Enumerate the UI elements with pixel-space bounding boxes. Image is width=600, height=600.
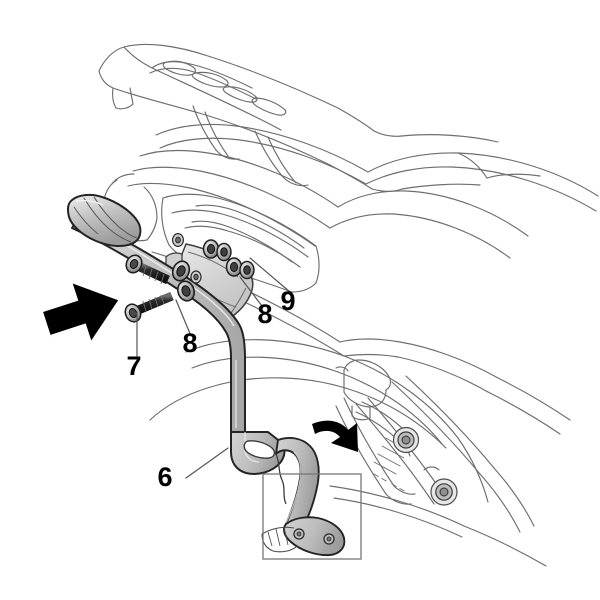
hex-flange-bolt-lower bbox=[124, 291, 174, 323]
leader-6 bbox=[185, 447, 229, 479]
arrow-install-curved bbox=[312, 420, 358, 452]
leader-9 bbox=[249, 257, 291, 293]
leader-8a bbox=[175, 299, 192, 337]
motorcycle-rear-bodywork bbox=[98, 43, 599, 567]
installed-bolt-heads bbox=[172, 233, 255, 284]
callout-8-lower: 8 bbox=[257, 299, 272, 329]
callout-9: 9 bbox=[280, 286, 295, 316]
lower-mount-detail-frame bbox=[262, 473, 362, 560]
hex-flange-bolt-upper bbox=[125, 254, 170, 285]
callout-7: 7 bbox=[126, 351, 141, 381]
leader-8b bbox=[239, 276, 263, 307]
spacer-washer-upper bbox=[171, 260, 191, 282]
callout-8-upper: 8 bbox=[182, 328, 197, 358]
spacer-washer-lower bbox=[176, 280, 196, 302]
callout-numbers: 6 7 8 8 9 bbox=[126, 286, 295, 492]
arrow-install-straight bbox=[43, 283, 119, 349]
fasteners-group bbox=[124, 233, 255, 323]
callout-leader-lines bbox=[136, 257, 291, 479]
side-carrier-tube bbox=[67, 193, 346, 557]
callout-6: 6 bbox=[157, 462, 172, 492]
linkage-pivot-bolts bbox=[392, 426, 458, 506]
